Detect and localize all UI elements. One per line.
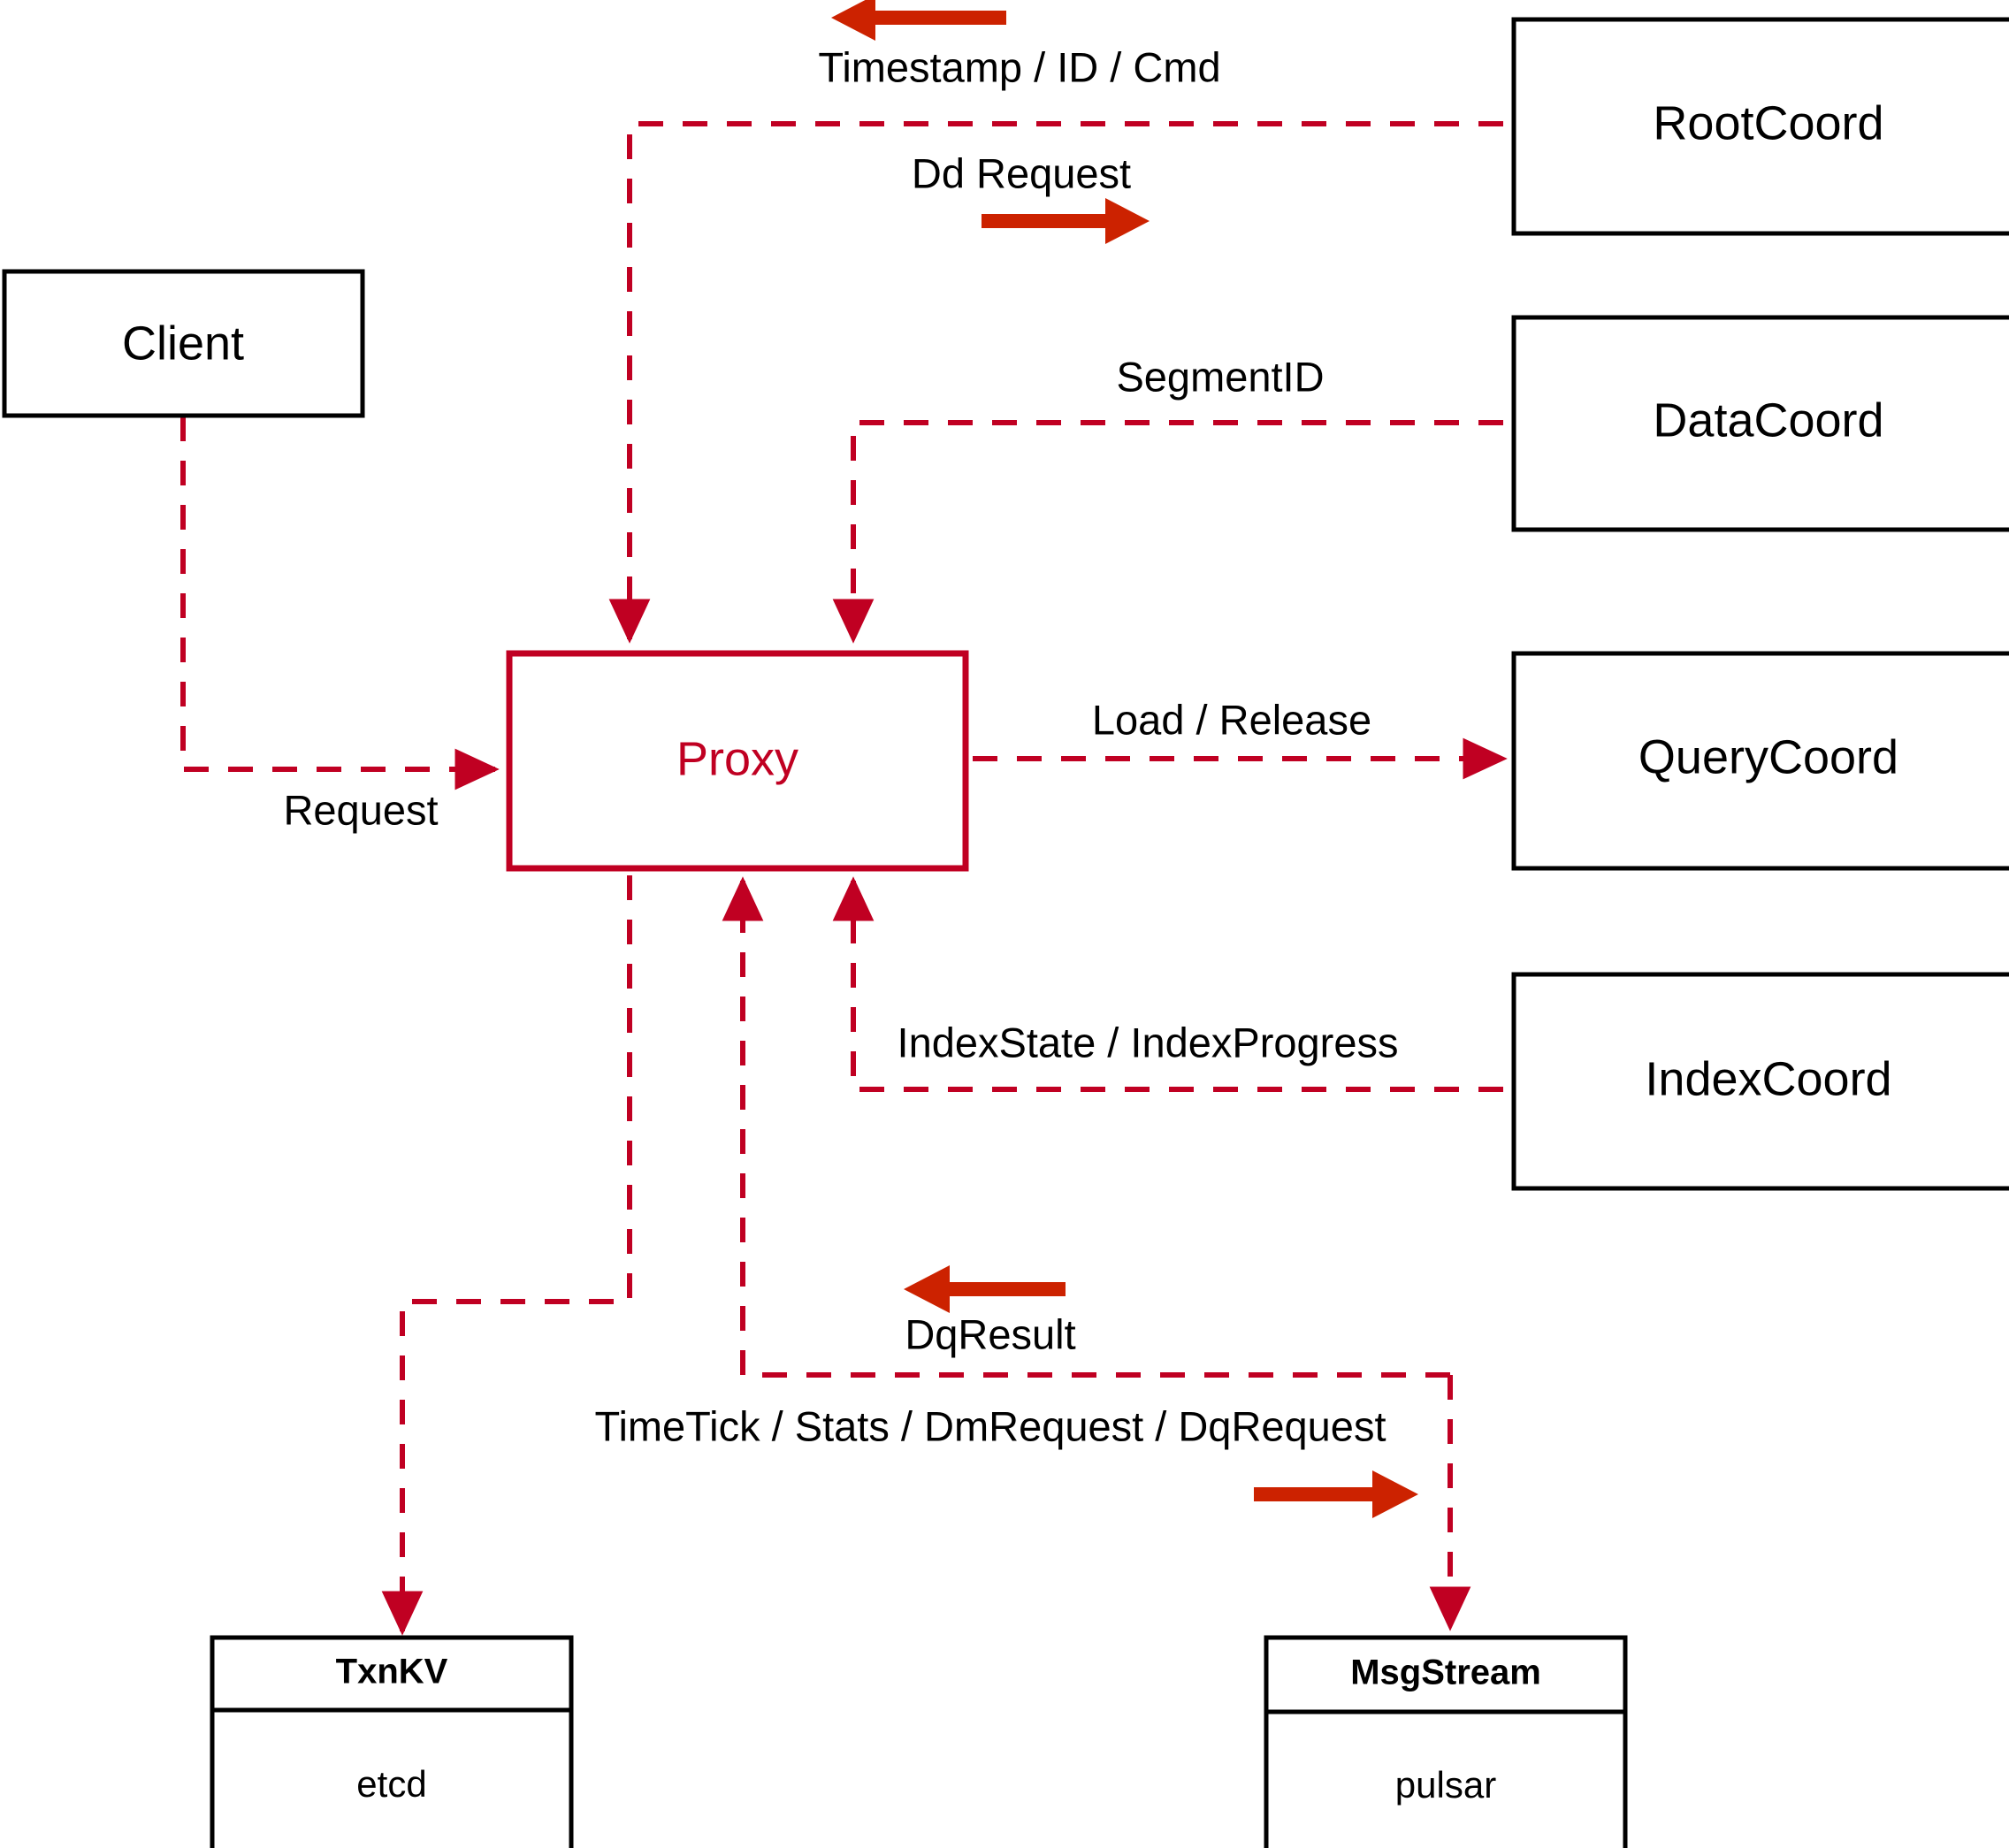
edge-label-index-state-progress: IndexState / IndexProgress — [898, 1019, 1399, 1065]
node-proxy-label: Proxy — [676, 732, 798, 785]
edge-label-request: Request — [283, 786, 438, 833]
node-client-label: Client — [122, 317, 244, 370]
edge-label-segment-id: SegmentID — [1116, 353, 1324, 400]
edge-label-timestamp-id-cmd: Timestamp / ID / Cmd — [818, 43, 1220, 90]
direction-arrow-timestamp — [831, 0, 1006, 41]
node-txnkv-body: etcd — [356, 1763, 426, 1805]
node-txnkv-title: TxnKV — [336, 1653, 448, 1691]
node-msgstream-body: pulsar — [1395, 1764, 1496, 1806]
node-index-coord[interactable]: IndexCoord — [1511, 972, 2009, 1191]
node-query-coord[interactable]: QueryCoord — [1511, 651, 2009, 871]
edge-label-load-release: Load / Release — [1092, 696, 1371, 743]
edge-msgstream-requests-path — [381, 875, 632, 1636]
node-query-coord-label: QueryCoord — [1639, 730, 1898, 783]
edge-timestamp-id-cmd-path — [608, 121, 1503, 644]
edge-label-dd-request: Dd Request — [912, 149, 1131, 196]
node-msgstream-title: MsgStream — [1350, 1653, 1541, 1692]
direction-arrow-msgstream-requests — [1254, 1470, 1418, 1518]
node-txnkv[interactable]: TxnKV etcd — [210, 1635, 574, 1848]
node-data-coord[interactable]: DataCoord — [1511, 315, 2009, 532]
node-msgstream[interactable]: MsgStream pulsar — [1264, 1635, 1628, 1848]
direction-arrow-dd-request — [982, 198, 1150, 244]
edge-label-msgstream-requests: TimeTick / Stats / DmRequest / DqRequest — [594, 1402, 1386, 1449]
edge-segment-id-path — [832, 420, 1503, 644]
node-root-coord-label: RootCoord — [1653, 96, 1883, 149]
edge-dq-result-path — [722, 876, 1450, 1378]
direction-arrow-dq-result — [904, 1265, 1066, 1313]
node-proxy[interactable]: Proxy — [506, 650, 969, 872]
node-client[interactable]: Client — [2, 269, 365, 418]
node-root-coord[interactable]: RootCoord — [1511, 17, 2009, 236]
edge-request-path — [180, 416, 500, 790]
node-data-coord-label: DataCoord — [1653, 393, 1883, 447]
edge-label-dq-result: DqResult — [905, 1310, 1075, 1357]
node-index-coord-label: IndexCoord — [1645, 1052, 1891, 1105]
